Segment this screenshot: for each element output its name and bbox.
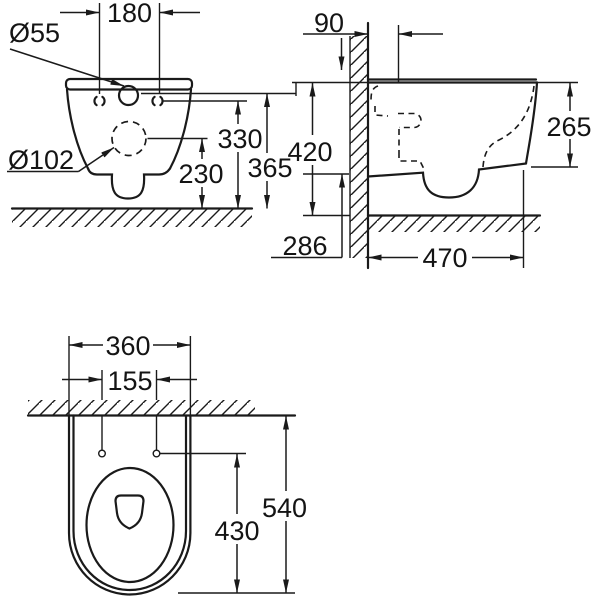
- outlet-hole-circle: [111, 120, 147, 157]
- dim-430: 430: [160, 452, 260, 593]
- dim-label-540: 540: [262, 493, 307, 523]
- dim-label-o55: Ø55: [9, 18, 60, 48]
- dim-label-330: 330: [217, 124, 262, 154]
- floor-hatch-front: [10, 207, 254, 227]
- fixing-holes-front: [93, 95, 164, 107]
- wall-hatch-side: [349, 21, 370, 270]
- dim-label-265: 265: [546, 112, 591, 142]
- dim-label-90: 90: [314, 8, 344, 38]
- flush-outlet-shape: [114, 494, 145, 530]
- dim-420: 420: [287, 81, 368, 217]
- dim-label-365: 365: [247, 153, 292, 183]
- dim-265: 265: [531, 81, 592, 168]
- front-view: 180 Ø55 Ø102 330 230: [7, 0, 297, 227]
- dim-label-430: 430: [214, 516, 259, 546]
- side-view: 90 420 265 286: [271, 8, 592, 273]
- dim-label-180: 180: [107, 0, 152, 28]
- dim-330: 330: [163, 100, 263, 209]
- dim-label-o102: Ø102: [8, 145, 74, 175]
- dim-230: 230: [147, 137, 224, 209]
- dim-o55: Ø55: [9, 18, 125, 87]
- dim-label-420: 420: [287, 137, 332, 167]
- dim-label-286: 286: [282, 231, 327, 261]
- floor-hatch-side: [366, 214, 542, 232]
- dim-286: 286: [271, 173, 349, 261]
- dim-label-155: 155: [107, 366, 152, 396]
- dim-label-230: 230: [178, 159, 223, 189]
- wc-front-outline: [64, 77, 194, 200]
- dim-360: 360: [68, 331, 192, 416]
- dim-180: 180: [60, 0, 200, 94]
- top-view: 360 155 430 540: [26, 331, 307, 596]
- dim-470: 470: [368, 170, 525, 273]
- dim-label-470: 470: [422, 243, 467, 273]
- bowl-opening: [85, 466, 175, 584]
- dim-155: 155: [62, 366, 197, 400]
- dim-365: 365: [141, 82, 297, 209]
- dim-label-360: 360: [105, 331, 150, 361]
- wc-plan-outline: [67, 414, 192, 596]
- dim-540: 540: [178, 416, 307, 594]
- wall-hatch-top: [26, 400, 297, 417]
- wc-side-hidden-lines: [370, 85, 535, 170]
- dim-o102: Ø102: [7, 145, 115, 175]
- wc-side-outline: [366, 78, 539, 199]
- dim-90: 90: [303, 8, 443, 83]
- top-hole-circle: [117, 84, 140, 107]
